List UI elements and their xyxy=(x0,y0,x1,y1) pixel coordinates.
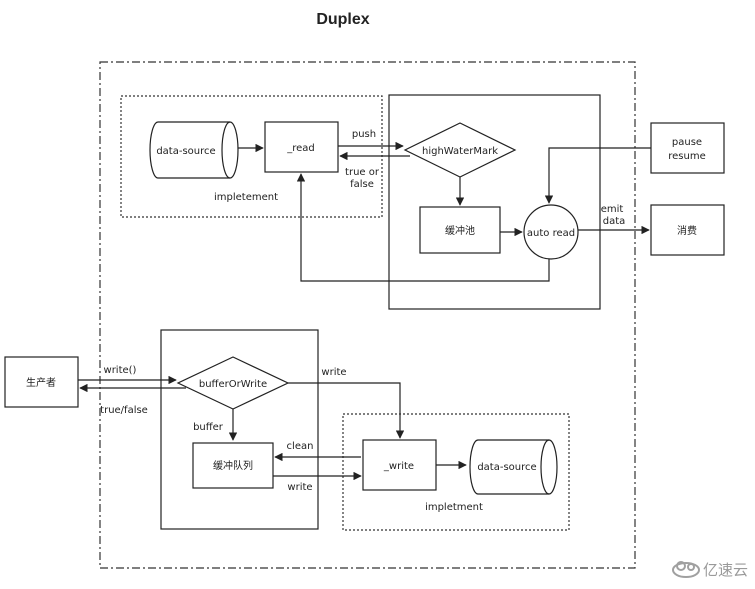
write-node xyxy=(362,439,437,491)
pause-resume-arrow xyxy=(544,147,651,204)
read-node xyxy=(264,121,339,173)
pause-resume-node xyxy=(650,122,725,174)
write-bottom-label: write xyxy=(287,482,312,493)
write-label: _write xyxy=(383,461,414,472)
read-label: _read xyxy=(286,143,315,154)
buffer-label: buffer xyxy=(193,422,224,433)
resume-label: resume xyxy=(668,151,706,162)
buffer-pool-node xyxy=(419,206,501,254)
read-data-source-label: data-source xyxy=(156,146,215,157)
write-data-source-node: data-source xyxy=(469,439,558,495)
write-implement-region xyxy=(342,413,570,531)
diagram-title: Duplex xyxy=(316,11,369,28)
writable-buffer-box xyxy=(160,329,319,530)
consume-label: 消费 xyxy=(677,224,697,237)
clean-label: clean xyxy=(287,441,314,452)
write-call-label: write() xyxy=(104,365,137,376)
readable-buffer-box xyxy=(388,94,601,310)
true-false-label: true/false xyxy=(100,405,148,416)
write-data-source-label: data-source xyxy=(477,462,536,473)
duplex-boundary xyxy=(99,61,636,569)
consume-node xyxy=(650,204,725,256)
write-implement-label: impletment xyxy=(425,502,483,513)
autoread-to-read-arrow xyxy=(296,173,550,282)
write-top-label: write xyxy=(321,367,346,378)
watermark-text: 亿速云 xyxy=(703,561,748,579)
emit-label: emit xyxy=(601,204,624,215)
producer-node xyxy=(4,356,79,408)
auto-read-node xyxy=(523,204,579,260)
true-or-label: true or xyxy=(345,167,380,178)
pause-label: pause xyxy=(672,137,702,148)
false-label: false xyxy=(350,179,374,190)
auto-read-label: auto read xyxy=(527,228,575,239)
buffer-queue-node xyxy=(192,442,274,489)
buffer-or-write-label: bufferOrWrite xyxy=(199,379,267,390)
high-water-mark-label: highWaterMark xyxy=(422,146,498,157)
read-implement-label: impletement xyxy=(214,192,278,203)
buffer-pool-label: 缓冲池 xyxy=(445,224,475,237)
data-label: data xyxy=(603,216,626,227)
write-direct-arrow xyxy=(288,382,405,439)
cloud-logo-icon xyxy=(672,561,700,578)
push-label: push xyxy=(352,129,376,140)
read-data-source-node: data-source xyxy=(149,121,239,179)
buffer-queue-label: 缓冲队列 xyxy=(213,459,253,472)
watermark: 亿速云 xyxy=(672,561,748,579)
producer-label: 生产者 xyxy=(26,376,56,389)
